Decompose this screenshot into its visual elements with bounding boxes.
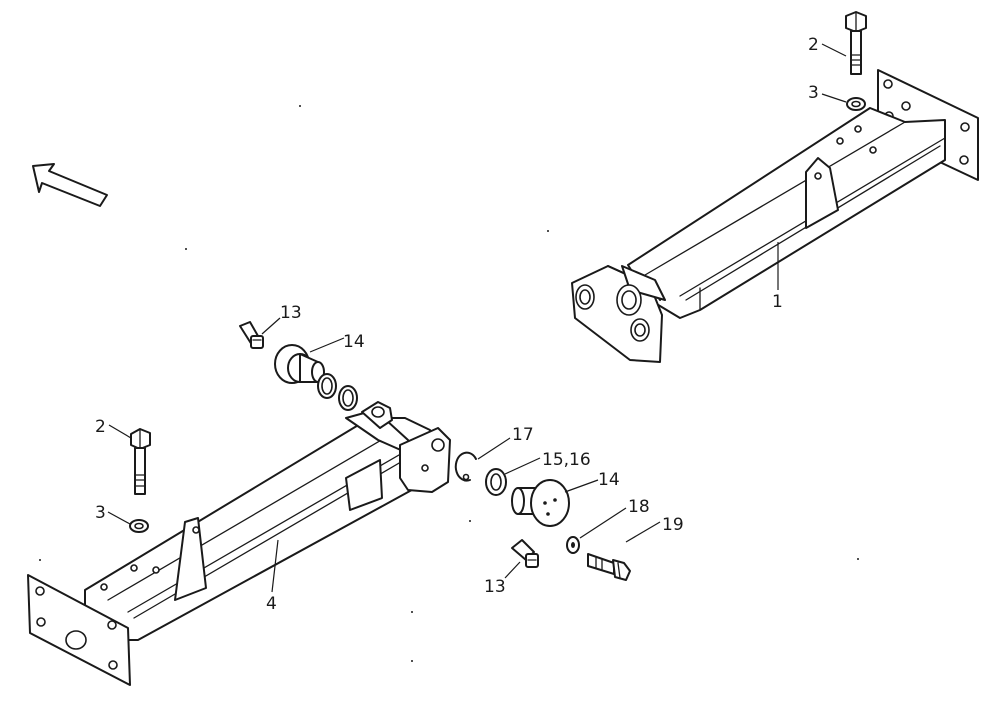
callout-3-lower: 3 <box>95 503 106 523</box>
callout-2-lower: 2 <box>95 417 106 437</box>
bolt-2-lower <box>130 428 151 495</box>
callout-13-upper: 13 <box>280 303 302 323</box>
grease-nipple-13-lower <box>511 539 539 568</box>
leader-lines <box>107 43 847 593</box>
callout-13-lower: 13 <box>484 577 506 597</box>
grease-nipple-13-upper <box>239 321 264 349</box>
washer-3-lower <box>129 519 149 533</box>
callout-17: 17 <box>512 425 534 445</box>
callout-4: 4 <box>266 594 277 614</box>
direction-arrow-icon <box>32 163 108 207</box>
bolt-2-upper <box>845 11 867 75</box>
bolt-19 <box>587 553 631 581</box>
callout-18: 18 <box>628 497 650 517</box>
bushing-14-upper <box>274 344 325 384</box>
frame-member-4 <box>27 401 451 686</box>
washer-3-upper <box>846 97 866 111</box>
ring-upper-1 <box>317 373 337 399</box>
callout-14-upper: 14 <box>343 332 365 352</box>
callout-19: 19 <box>662 515 684 535</box>
callout-1: 1 <box>772 292 783 312</box>
circlip-17 <box>454 451 477 482</box>
frame-member-1 <box>571 69 979 363</box>
scan-specks <box>39 105 859 662</box>
callout-3-upper: 3 <box>808 83 819 103</box>
washer-18 <box>566 536 580 554</box>
callout-labels: 2 3 1 13 14 2 3 4 17 15,16 14 18 19 13 <box>95 35 819 614</box>
ring-upper-2 <box>338 385 358 411</box>
callout-14-lower: 14 <box>598 470 620 490</box>
washer-15-16 <box>485 468 507 496</box>
callout-15-16: 15,16 <box>542 450 591 470</box>
bushing-14-lower <box>511 479 570 527</box>
callout-2-upper: 2 <box>808 35 819 55</box>
